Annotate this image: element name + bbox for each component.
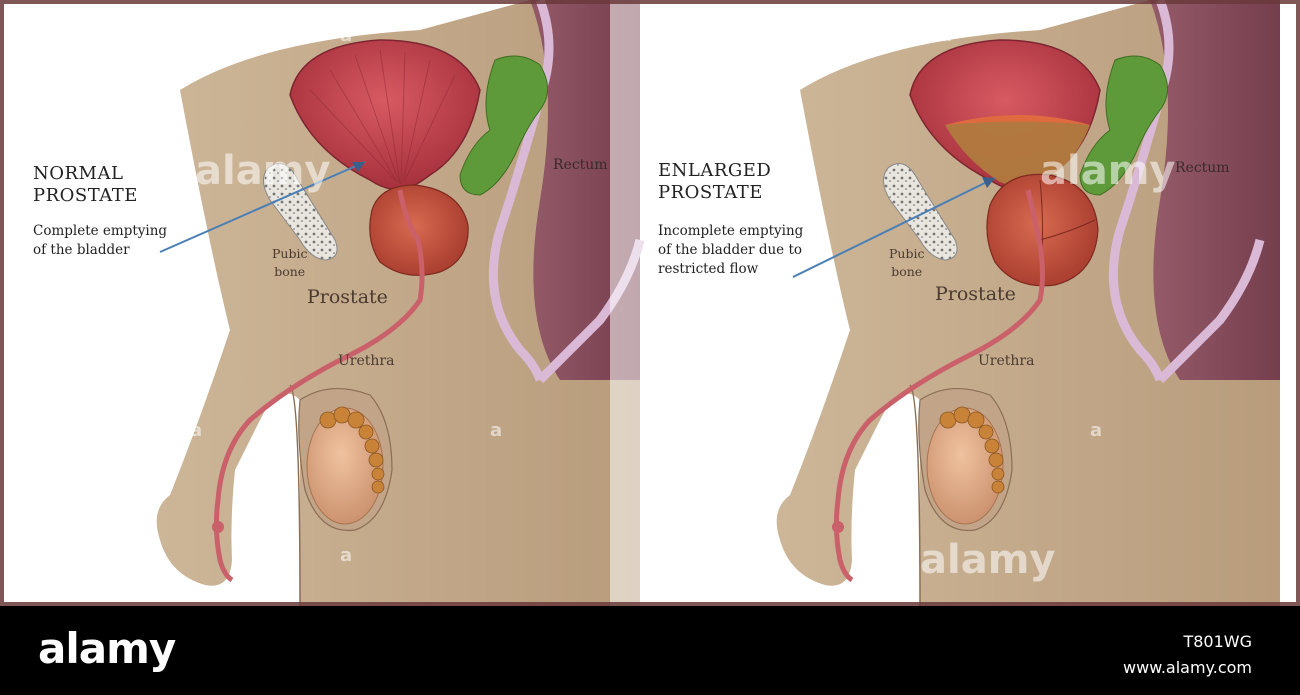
watermark-text-1: alamy <box>195 148 331 194</box>
bladder <box>289 39 481 191</box>
rectum <box>488 0 554 382</box>
right-title: ENLARGED PROSTATE <box>658 160 771 204</box>
watermark-letter-2: a <box>940 25 953 46</box>
right-desc-line2: of the bladder due to <box>658 242 803 258</box>
prostate-illustration <box>0 0 1300 606</box>
alamy-logo: alamy <box>38 624 176 673</box>
left-title: NORMAL PROSTATE <box>33 163 138 207</box>
left-rectum-label: Rectum <box>553 157 608 173</box>
pointer-line-left <box>159 161 366 253</box>
prostate <box>369 184 469 276</box>
right-pubic-line2: bone <box>891 264 923 279</box>
right-desc-line3: restricted flow <box>658 261 759 277</box>
left-pubic-label: Pubic bone <box>272 245 307 281</box>
watermark-letter-3: a <box>490 420 503 441</box>
watermark-text-2: alamy <box>1040 148 1176 194</box>
left-urethra-label: Urethra <box>338 353 395 369</box>
right-pubic-label: Pubic bone <box>889 245 924 281</box>
left-pubic-line1: Pubic <box>272 246 308 261</box>
left-title-line2: PROSTATE <box>33 185 138 206</box>
left-desc-line1: Complete emptying <box>33 223 168 239</box>
watermark-letter-5: a <box>1090 420 1103 441</box>
left-anatomy <box>156 0 645 606</box>
left-desc-line2: of the bladder <box>33 242 130 258</box>
testis <box>306 407 384 525</box>
pubic-bone <box>263 163 338 261</box>
right-title-line2: PROSTATE <box>658 182 763 203</box>
footer-bar: alamy T801WG www.alamy.com <box>0 606 1300 695</box>
image-code: T801WG <box>1183 632 1252 651</box>
right-title-line1: ENLARGED <box>658 160 772 181</box>
left-prostate-label: Prostate <box>307 286 388 308</box>
body-silhouette <box>156 0 640 606</box>
seminal-vesicle <box>459 55 548 196</box>
watermark-letter-1: a <box>340 25 353 46</box>
right-description: Incomplete emptying of the bladder due t… <box>658 222 803 279</box>
urethra <box>213 189 425 583</box>
watermark-text-3: alamy <box>920 537 1056 583</box>
left-pubic-line2: bone <box>274 264 306 279</box>
watermark-letter-4: a <box>190 420 203 441</box>
right-pubic-line1: Pubic <box>889 246 925 261</box>
footer-url: www.alamy.com <box>1123 658 1252 677</box>
left-title-line1: NORMAL <box>33 163 124 184</box>
watermark-letter-6: a <box>340 545 353 566</box>
left-description: Complete emptying of the bladder <box>33 222 167 260</box>
right-prostate-label: Prostate <box>935 283 1016 305</box>
right-desc-line1: Incomplete emptying <box>658 223 804 239</box>
epididymis <box>319 406 385 494</box>
right-urethra-label: Urethra <box>978 353 1035 369</box>
right-rectum-label: Rectum <box>1175 160 1230 176</box>
right-anatomy <box>776 0 1280 606</box>
